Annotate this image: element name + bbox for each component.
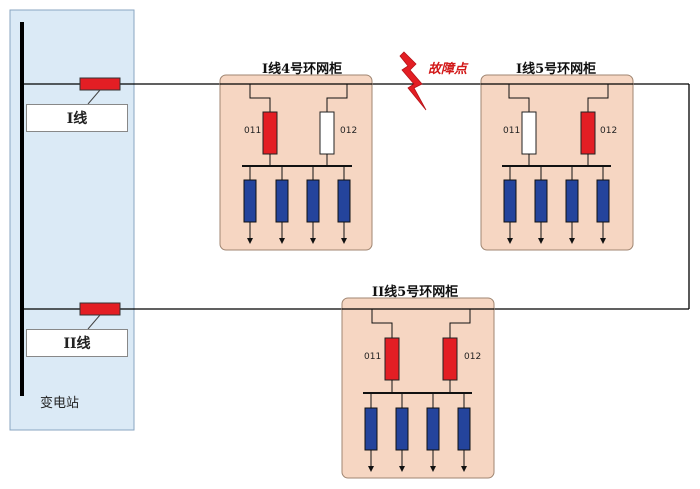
cab-3-sw011-feed-wire xyxy=(371,309,393,338)
cab-3-sw012-switch xyxy=(442,337,458,381)
cab-2-outlet-4-arrow xyxy=(600,238,606,244)
cab-2-outlet-4-switch xyxy=(596,179,610,223)
cabinet-3-sw012-label: 012 xyxy=(464,352,482,362)
cab-2-outlet-2-switch xyxy=(534,179,548,223)
cabinet-1-title: I线4号环网柜 xyxy=(262,62,343,77)
cab-2-sw012-switch xyxy=(580,111,596,155)
cab-2-outlet-1-arrow xyxy=(507,238,513,244)
feeder-1-breaker xyxy=(79,77,121,91)
cabinet-3-sw011-label: 011 xyxy=(364,352,382,362)
cab-2-sw011-switch xyxy=(521,111,537,155)
substation-label: 变电站 xyxy=(40,396,80,411)
feeder-2-label: II线 xyxy=(26,329,128,357)
feeder-2-breaker xyxy=(79,302,121,316)
cabinet-2-sw011-label: 011 xyxy=(503,126,521,136)
substation-panel xyxy=(9,9,135,431)
cab-1-sw012-feed-wire xyxy=(326,84,348,112)
cabinet-1-sw011-label: 011 xyxy=(244,126,262,136)
cab-3-outlet-1-arrow xyxy=(368,466,374,472)
cab-3-outlet-2-arrow xyxy=(399,466,405,472)
cab-3-outlet-3-switch xyxy=(426,407,440,451)
cab-1-outlet-3-arrow xyxy=(310,238,316,244)
cab-3-sw011-switch xyxy=(384,337,400,381)
cab-1-outlet-2-switch xyxy=(275,179,289,223)
feeder-2-leader xyxy=(87,314,101,330)
cabinet-2-title: I线5号环网柜 xyxy=(516,62,597,77)
cabinet-1-panel xyxy=(219,74,373,251)
cab-1-outlet-2-arrow xyxy=(279,238,285,244)
cab-2-outlet-2-arrow xyxy=(538,238,544,244)
cab-1-sw011-switch xyxy=(262,111,278,155)
feeder-1-label: I线 xyxy=(26,104,128,132)
cabinet-3-title: II线5号环网柜 xyxy=(372,285,459,300)
cab-1-outlet-1-switch xyxy=(243,179,257,223)
cabinet-1-sw012-label: 012 xyxy=(340,126,358,136)
cabinet-3-panel xyxy=(341,297,495,479)
cab-2-sw012-feed-wire xyxy=(587,84,609,112)
cab-1-outlet-4-switch xyxy=(337,179,351,223)
cab-3-outlet-4-switch xyxy=(457,407,471,451)
cab-3-outlet-3-arrow xyxy=(430,466,436,472)
cab-1-sw011-feed-wire xyxy=(249,84,271,112)
cab-1-outlet-1-arrow xyxy=(247,238,253,244)
cab-1-sw012-switch xyxy=(319,111,335,155)
cabinet-2-panel xyxy=(480,74,634,251)
fault-label: 故障点 xyxy=(428,62,468,77)
cab-3-outlet-4-arrow xyxy=(461,466,467,472)
cab-3-sw012-feed-wire xyxy=(449,309,471,338)
feeder-1-leader xyxy=(87,89,101,105)
fault-lightning-icon xyxy=(399,51,427,111)
cab-1-outlet-3-switch xyxy=(306,179,320,223)
cab-1-outlet-4-arrow xyxy=(341,238,347,244)
cab-2-outlet-3-switch xyxy=(565,179,579,223)
cab-3-outlet-2-switch xyxy=(395,407,409,451)
cab-2-sw011-feed-wire xyxy=(508,84,530,112)
cabinet-2-sw012-label: 012 xyxy=(600,126,618,136)
cab-3-outlet-1-switch xyxy=(364,407,378,451)
cab-2-outlet-1-switch xyxy=(503,179,517,223)
cab-2-outlet-3-arrow xyxy=(569,238,575,244)
